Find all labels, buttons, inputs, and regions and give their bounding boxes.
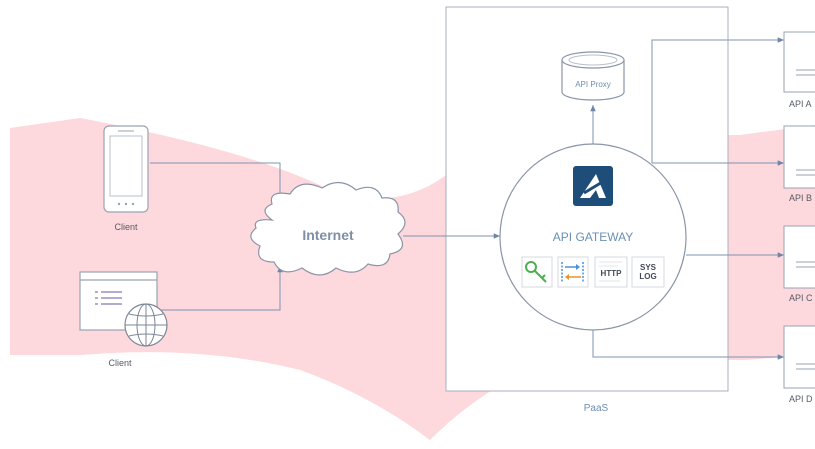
- api-b-box: [783, 125, 815, 189]
- internet-label: Internet: [302, 227, 354, 243]
- api-d-label: API D: [789, 394, 813, 404]
- client-mobile-label: Client: [114, 222, 138, 232]
- mobile-phone-icon: [103, 125, 149, 213]
- phone-to-internet: [150, 162, 283, 204]
- key-icon: [521, 256, 553, 288]
- api-d: API D: [783, 325, 815, 404]
- api-proxy: API Proxy: [561, 51, 625, 101]
- client-web-label: Client: [108, 358, 132, 368]
- database-icon: [561, 51, 625, 101]
- paas-label: PaaS: [584, 403, 609, 414]
- api-gateway: API GATEWAY HTTP SYS LOG: [499, 143, 687, 331]
- web-browser-icon: [79, 271, 168, 347]
- api-b: API B: [783, 125, 815, 203]
- syslog-text-line1: SYS: [640, 263, 657, 272]
- client-web: Client: [79, 271, 168, 368]
- api-proxy-label: API Proxy: [575, 80, 611, 89]
- internet-cloud: Internet: [250, 181, 406, 276]
- gateway-to-api-a: [651, 37, 784, 163]
- client-mobile: Client: [103, 125, 149, 232]
- api-c: API C: [783, 225, 815, 303]
- api-d-box: [783, 325, 815, 389]
- syslog-text-line2: LOG: [639, 272, 656, 281]
- browser-to-internet: [160, 266, 283, 311]
- api-b-label: API B: [789, 193, 812, 203]
- syslog-icon: SYS LOG: [631, 256, 665, 288]
- api-a-label: API A: [789, 99, 812, 109]
- http-icon: HTTP: [594, 256, 628, 288]
- cloud-icon: [250, 181, 406, 276]
- globe-icon: [124, 303, 168, 347]
- api-c-label: API C: [789, 293, 813, 303]
- api-c-box: [783, 225, 815, 289]
- api-a: API A: [783, 31, 815, 109]
- transform-arrows-icon: [557, 256, 589, 288]
- http-text: HTTP: [601, 269, 623, 278]
- api-a-box: [783, 31, 815, 93]
- gateway-logo-icon: [573, 166, 613, 206]
- gateway-label: API GATEWAY: [553, 230, 633, 244]
